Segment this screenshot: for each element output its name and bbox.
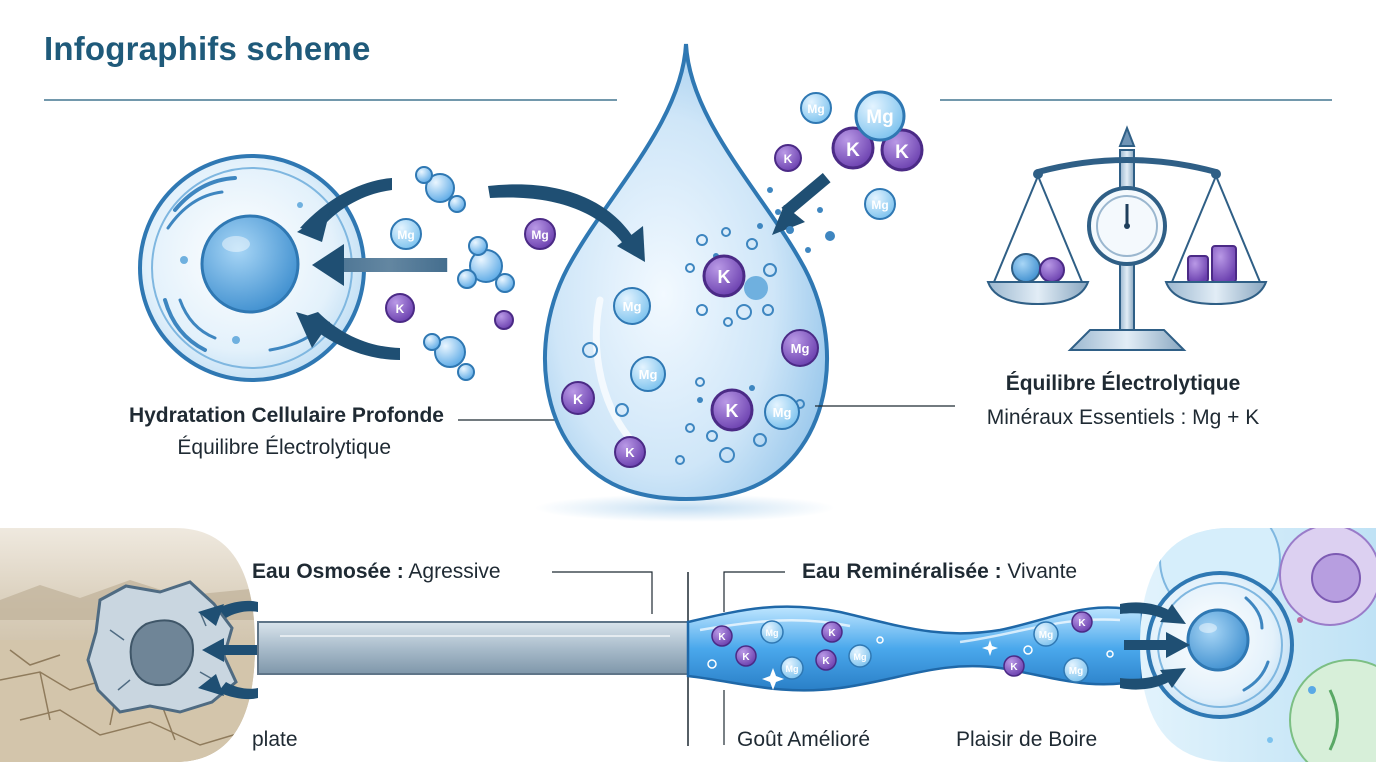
svg-text:K: K — [1010, 662, 1018, 673]
ion-k: K — [815, 649, 837, 671]
ion-k: K — [821, 621, 843, 643]
svg-text:Mg: Mg — [773, 405, 792, 420]
right-label-subtitle: Minéraux Essentiels : Mg + K — [986, 406, 1260, 429]
ion-mg: Mg — [780, 656, 804, 680]
svg-text:Mg: Mg — [639, 367, 658, 382]
remineralized-heading-bold: Eau Reminéralisée : — [802, 560, 1002, 583]
ion-k: K — [880, 128, 924, 172]
ion-mg: Mg — [390, 218, 422, 250]
arrow-minerals-into-drop — [772, 173, 831, 235]
svg-text:Mg: Mg — [866, 107, 893, 128]
ion-k: K — [561, 381, 595, 415]
right-label-title: Équilibre Électrolytique — [1005, 372, 1241, 395]
ion-mg: Mg — [864, 188, 896, 220]
svg-text:K: K — [742, 652, 750, 663]
water-molecule — [457, 236, 515, 293]
ion-mg: Mg — [764, 394, 800, 430]
osmosis-heading-bold: Eau Osmosée : — [252, 560, 404, 583]
ion-k: K — [774, 144, 802, 172]
bubbles-stream — [707, 636, 1114, 669]
healthy-cells-panel — [1140, 528, 1376, 762]
svg-text:K: K — [396, 302, 405, 316]
ion-dot — [494, 310, 514, 330]
left-label-subtitle: Équilibre Électrolytique — [177, 436, 391, 459]
water-drop — [543, 43, 829, 501]
svg-text:K: K — [846, 140, 860, 161]
arrows-into-dry-cell — [198, 600, 262, 700]
svg-text:K: K — [573, 391, 583, 407]
svg-text:K: K — [726, 401, 739, 421]
remineralized-caption-taste: Goût Amélioré — [737, 728, 871, 751]
ion-k: K — [1071, 611, 1093, 633]
ion-mg: Mg — [800, 92, 832, 124]
page-title: Infographifs scheme — [44, 30, 371, 67]
ion-k: K — [711, 625, 733, 647]
svg-text:Mg: Mg — [786, 664, 799, 674]
left-label-title: Hydratation Cellulaire Profonde — [128, 404, 444, 427]
ion-mg: Mg — [613, 287, 651, 325]
ion-k: K — [735, 645, 757, 667]
remineralized-heading: Eau Reminéralisée : Vivante — [802, 560, 1077, 584]
svg-text:K: K — [1078, 618, 1086, 629]
ion-mg: Mg — [1063, 657, 1089, 683]
bracket-left — [552, 571, 653, 614]
sparkles — [762, 640, 998, 690]
svg-text:Mg: Mg — [531, 228, 548, 242]
ion-k: K — [710, 388, 754, 432]
water-molecule — [415, 166, 466, 213]
remineralized-caption-pleasure: Plaisir de Boire — [956, 728, 1098, 751]
svg-text:K: K — [718, 632, 726, 643]
osmosis-caption: plate — [252, 728, 298, 751]
drop-shadow — [535, 494, 835, 522]
svg-text:Mg: Mg — [791, 341, 810, 356]
arrows-into-cell — [296, 178, 448, 360]
remineralized-heading-rest: Vivante — [1001, 560, 1078, 583]
svg-text:K: K — [828, 628, 836, 639]
ion-k: K — [385, 293, 415, 323]
svg-text:Mg: Mg — [871, 198, 888, 212]
arrow-into-drop — [488, 184, 645, 262]
svg-text:Mg: Mg — [1039, 630, 1053, 641]
osmosis-heading: Eau Osmosée : Agressive — [252, 560, 501, 584]
ion-mg: Mg — [630, 356, 666, 392]
water-molecule — [423, 333, 475, 381]
svg-text:Mg: Mg — [807, 102, 824, 116]
bubbles — [582, 227, 805, 465]
svg-text:K: K — [718, 267, 731, 287]
svg-text:Mg: Mg — [623, 299, 642, 314]
balance-scale-icon — [986, 125, 1268, 351]
ion-mg: Mg — [524, 218, 556, 250]
ion-k: K — [831, 126, 875, 170]
ion-mg: Mg — [760, 620, 784, 644]
bubbles-filled — [697, 187, 835, 423]
ion-mg: Mg — [781, 329, 819, 367]
bracket-right — [723, 571, 785, 612]
svg-text:K: K — [895, 142, 909, 163]
healthy-cell — [1146, 571, 1294, 719]
svg-text:K: K — [625, 445, 635, 460]
osmosis-heading-rest: Agressive — [403, 560, 501, 583]
ion-mg: Mg — [848, 644, 872, 668]
ion-mg: Mg — [854, 90, 906, 142]
svg-text:Mg: Mg — [1069, 666, 1083, 677]
osmosis-water-pipe — [257, 621, 691, 675]
cell-nucleus — [200, 214, 300, 314]
ion-k: K — [1003, 655, 1025, 677]
ion-k: K — [614, 436, 646, 468]
svg-text:Mg: Mg — [854, 652, 867, 662]
svg-text:Mg: Mg — [397, 228, 414, 242]
svg-text:K: K — [822, 656, 830, 667]
ion-mg: Mg — [1033, 621, 1059, 647]
arrows-into-healthy-cell — [1120, 602, 1190, 690]
ion-k: K — [702, 254, 746, 298]
svg-text:K: K — [784, 152, 793, 166]
svg-text:Mg: Mg — [766, 628, 779, 638]
drop-highlight — [592, 296, 644, 454]
